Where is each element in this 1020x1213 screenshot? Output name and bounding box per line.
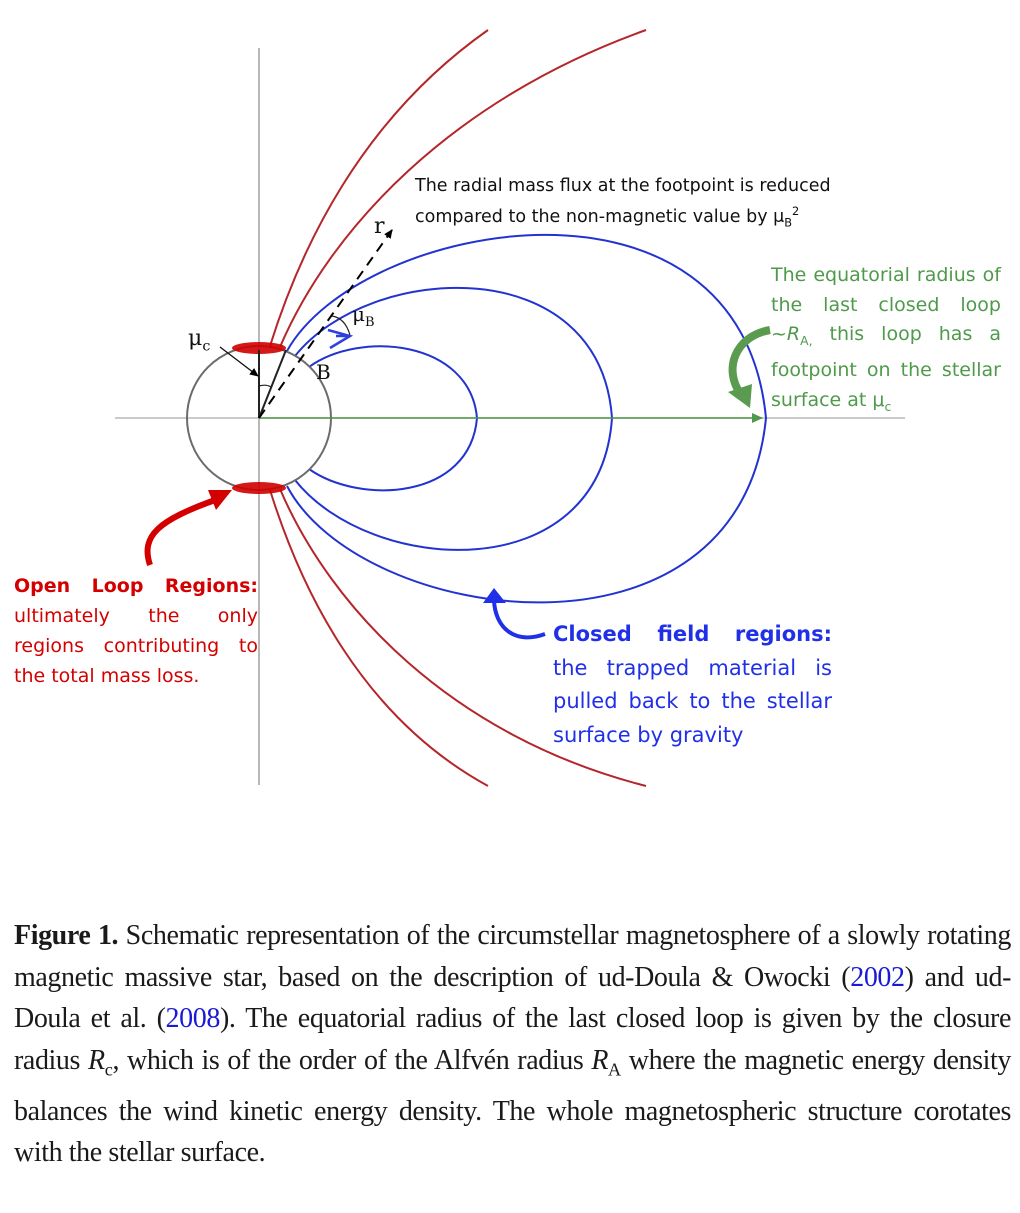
r-direction-dashed — [258, 229, 393, 419]
mass-flux-note-sup: 2 — [792, 204, 800, 218]
green-arrowhead-icon — [728, 384, 752, 408]
closed-field-body: the trapped material is pulled back to t… — [553, 655, 832, 747]
open-line-lower-2 — [279, 488, 647, 787]
closed-field-regions-note: Closed field regions: the trapped materi… — [553, 618, 832, 752]
closed-field-title: Closed field regions: — [553, 622, 832, 646]
b-symbol: B — [316, 360, 331, 384]
mass-flux-note-line1: The radial mass flux at the footpoint is… — [415, 176, 831, 196]
caption-label: Figure 1. — [14, 920, 119, 951]
mu-c-symbol: μc — [188, 326, 210, 354]
open-line-lower-1 — [269, 489, 489, 787]
caption-text-5: where the magnetic energy density balanc… — [14, 1044, 1011, 1169]
magnetosphere-diagram — [115, 29, 905, 787]
blue-arrowhead-icon — [483, 588, 506, 603]
equatorial-note-ra: R — [786, 323, 801, 345]
closed-loop-middle — [294, 286, 614, 551]
mass-flux-note-sub: B — [784, 215, 793, 230]
equatorial-note-ra-sub: A, — [800, 333, 813, 348]
mass-flux-note: The radial mass flux at the footpoint is… — [415, 174, 831, 235]
polar-cap-north — [232, 342, 286, 354]
mass-flux-note-line2: compared to the non-magnetic value by μB… — [415, 199, 831, 235]
red-curved-arrow-icon — [144, 497, 217, 566]
caption-text-1: Schematic representation of the circumst… — [14, 920, 1011, 993]
closed-loop-outer — [286, 234, 768, 604]
mu-b-symbol: μB — [352, 302, 375, 330]
green-curved-arrow-icon — [728, 326, 771, 399]
footpoint-radius-line — [258, 349, 287, 419]
mu-b-angle-arc — [331, 315, 351, 336]
caption-text-2: ) and ud-Doula et al. ( — [14, 961, 1011, 1035]
mu-c-subscript: c — [202, 338, 211, 355]
equatorial-note-text2: this loop has a footpoint on the stellar… — [771, 323, 1001, 411]
citation-link-2008[interactable]: 2008 — [165, 1003, 221, 1034]
caption-rc-sub: c — [104, 1059, 113, 1080]
open-line-upper-2 — [279, 29, 647, 348]
caption-text-3: ). The equatorial radius of the last clo… — [14, 1003, 1011, 1076]
open-loop-title: Open Loop Regions: — [14, 575, 258, 597]
caption-ra: R — [591, 1044, 609, 1076]
mass-flux-note-line2-text: compared to the non-magnetic value by μ — [415, 206, 785, 227]
blue-curved-arrow-icon — [492, 599, 546, 640]
figure-caption: Figure 1. Schematic representation of th… — [14, 915, 1011, 1174]
red-arrowhead-icon — [208, 490, 232, 510]
polar-cap-south — [232, 482, 286, 494]
open-loop-body: ultimately the only regions contributing… — [14, 605, 258, 687]
caption-rc: R — [88, 1044, 105, 1076]
open-line-upper-1 — [269, 29, 489, 347]
mu-b-subscript: B — [365, 315, 375, 330]
mu-c-pointer-arrow — [219, 346, 259, 377]
r-symbol: r — [374, 214, 385, 239]
citation-link-2002[interactable]: 2002 — [850, 961, 905, 993]
mu-b-letter: μ — [352, 302, 365, 326]
equatorial-radius-note: The equatorial radius of the last closed… — [771, 261, 1001, 422]
caption-text-4: , which is of the order of the Alfvén ra… — [112, 1044, 592, 1076]
field-direction-arrowhead — [327, 328, 354, 350]
open-loop-regions-note: Open Loop Regions: ultimately the only r… — [14, 571, 258, 691]
equatorial-note-text1: The equatorial radius of the last closed… — [771, 264, 1001, 345]
equatorial-note-sub: c — [884, 399, 892, 414]
mu-c-angle-arc — [258, 384, 272, 388]
mu-c-letter: μ — [188, 326, 203, 351]
caption-ra-sub: A — [608, 1059, 621, 1080]
open-field-lines — [269, 29, 647, 787]
